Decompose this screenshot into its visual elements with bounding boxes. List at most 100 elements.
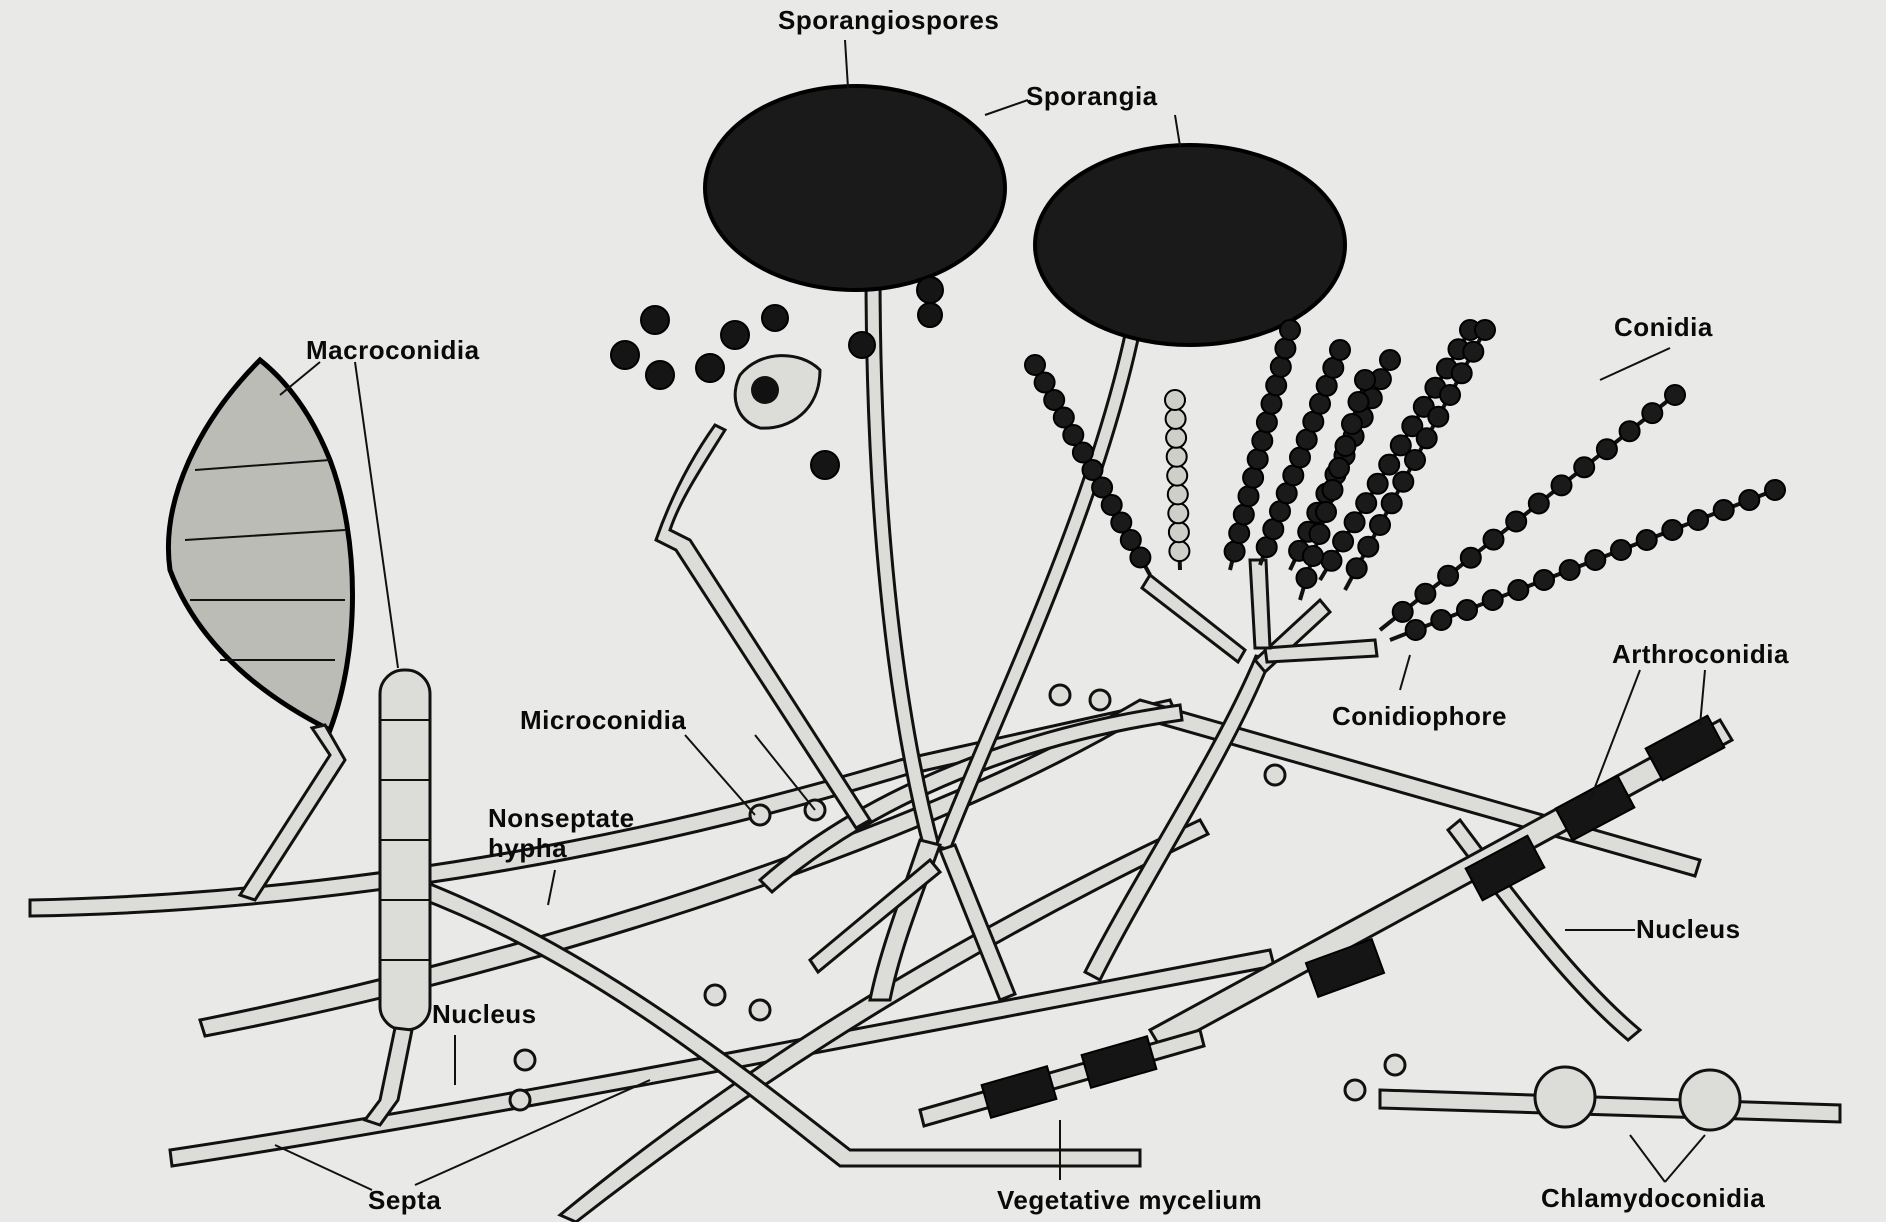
conidium — [1765, 480, 1785, 500]
conidium — [1310, 524, 1330, 544]
conidium — [1688, 510, 1708, 530]
conidium — [1166, 409, 1186, 429]
label-microconidia: Microconidia — [520, 706, 686, 736]
conidium — [1534, 570, 1554, 590]
conidium — [1574, 457, 1594, 477]
label-macroconidia: Macroconidia — [306, 336, 480, 366]
conidium — [1234, 505, 1254, 525]
conidium — [1457, 600, 1477, 620]
conidium — [1405, 450, 1425, 470]
conidium — [1440, 385, 1460, 405]
conidium — [1345, 512, 1365, 532]
conidium — [1393, 472, 1413, 492]
label-sporangia: Sporangia — [1026, 82, 1158, 112]
conidium — [1484, 530, 1504, 550]
conidium — [1370, 515, 1390, 535]
conidium — [1167, 466, 1187, 486]
conidium — [1585, 550, 1605, 570]
conidium — [1406, 620, 1426, 640]
conidium — [1611, 540, 1631, 560]
conidium — [1166, 428, 1186, 448]
conidium — [1225, 542, 1245, 562]
conidium — [1316, 502, 1336, 522]
label-nucleus-left: Nucleus — [432, 1000, 537, 1030]
conidium — [1642, 403, 1662, 423]
label-septa: Septa — [368, 1186, 441, 1216]
conidium — [1529, 494, 1549, 514]
conidium — [1415, 584, 1435, 604]
conidium — [1560, 560, 1580, 580]
conidium — [1452, 363, 1472, 383]
conidium — [1417, 428, 1437, 448]
label-nucleus-right: Nucleus — [1636, 915, 1741, 945]
conidium — [1322, 551, 1342, 571]
conidium — [1167, 447, 1187, 467]
conidium — [1508, 580, 1528, 600]
conidium — [1330, 340, 1350, 360]
conidium — [1303, 546, 1323, 566]
conidium — [1336, 436, 1356, 456]
conidium — [1358, 537, 1378, 557]
label-nonseptate-hypha: Nonseptate hypha — [488, 804, 635, 864]
conidium — [1597, 439, 1617, 459]
conidium — [1297, 568, 1317, 588]
label-vegetative-mycelium: Vegetative mycelium — [997, 1186, 1262, 1216]
conidium — [1475, 320, 1495, 340]
conidium — [1280, 320, 1300, 340]
conidium — [1347, 558, 1367, 578]
conidium — [1428, 407, 1448, 427]
conidium — [1620, 421, 1640, 441]
label-arthroconidia: Arthroconidia — [1612, 640, 1789, 670]
conidium — [1438, 566, 1458, 586]
conidium — [1270, 501, 1290, 521]
conidium — [1483, 590, 1503, 610]
conidium — [1310, 394, 1330, 414]
label-sporangiospores: Sporangiospores — [778, 6, 999, 36]
conidium — [1368, 474, 1388, 494]
conidium — [1168, 484, 1188, 504]
conidium — [1266, 375, 1286, 395]
conidium — [1552, 475, 1572, 495]
conidium — [1329, 458, 1349, 478]
label-chlamydoconidia: Chlamydoconidia — [1541, 1184, 1765, 1214]
conidium — [1342, 414, 1362, 434]
conidium — [1379, 455, 1399, 475]
conidium — [1333, 532, 1353, 552]
conidium — [1665, 385, 1685, 405]
conidium — [1252, 431, 1272, 451]
conidium — [1393, 602, 1413, 622]
conidia-chains — [1025, 320, 1785, 640]
conidium — [1275, 339, 1295, 359]
conidium — [1248, 449, 1268, 469]
label-conidia: Conidia — [1614, 313, 1713, 343]
chlamydoconidia-group — [1380, 1067, 1840, 1130]
arthroconidia-chain — [920, 716, 1732, 1126]
conidium — [1169, 541, 1189, 561]
hyphae-network — [30, 700, 1700, 1222]
conidium — [1349, 392, 1369, 412]
conidium — [1271, 357, 1291, 377]
conidium — [1637, 530, 1657, 550]
conidium — [1431, 610, 1451, 630]
conidium — [1025, 355, 1045, 375]
conidium — [1662, 520, 1682, 540]
conidium — [1506, 512, 1526, 532]
conidium — [1355, 370, 1375, 390]
conidium — [1239, 486, 1259, 506]
conidium — [1463, 342, 1483, 362]
conidium — [1382, 493, 1402, 513]
conidium — [1356, 493, 1376, 513]
conidium — [1229, 523, 1249, 543]
conidium — [1169, 522, 1189, 542]
conidium — [1739, 490, 1759, 510]
conidium — [1243, 468, 1263, 488]
conidium — [1323, 480, 1343, 500]
conidium — [1714, 500, 1734, 520]
conidium — [1165, 390, 1185, 410]
conidium — [1380, 350, 1400, 370]
conidium — [1257, 412, 1277, 432]
conidium — [1461, 548, 1481, 568]
conidium — [1262, 394, 1282, 414]
